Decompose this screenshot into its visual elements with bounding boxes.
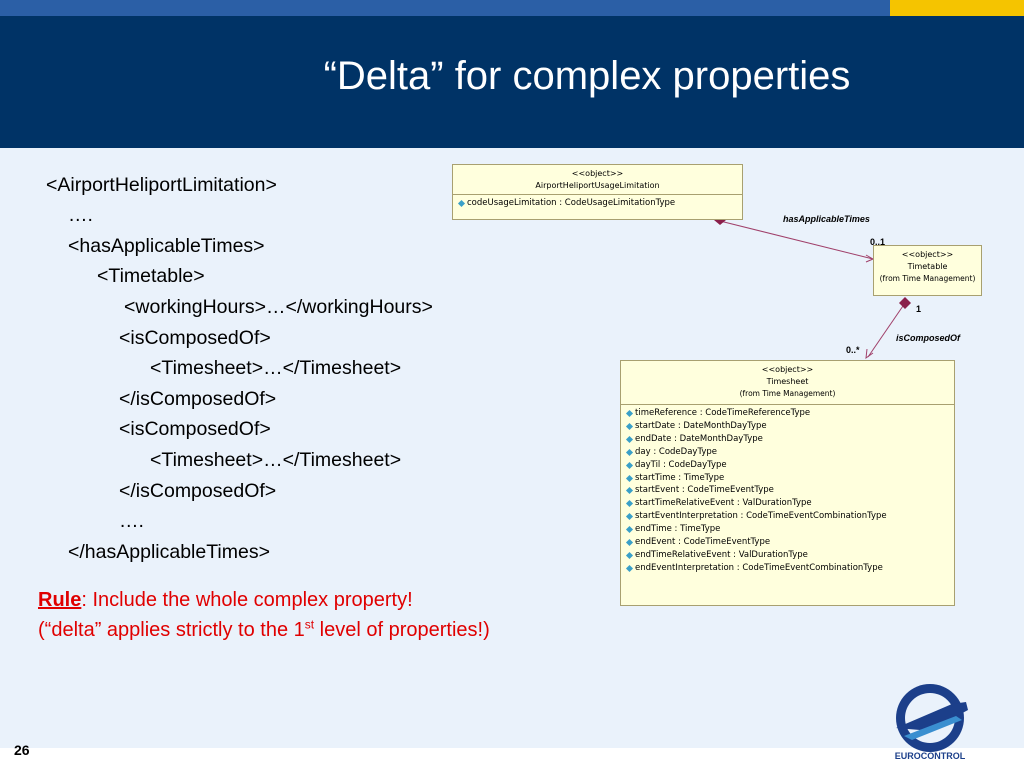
assoc-label-is-composed-of: isComposedOf: [896, 333, 961, 343]
attribute-item: startTime : TimeType: [625, 472, 954, 485]
xml-line: <workingHours>…</workingHours>: [124, 296, 433, 318]
rule-line-1: Rule: Include the whole complex property…: [38, 585, 490, 615]
attribute-icon: [625, 513, 634, 521]
attribute-icon: [625, 435, 634, 443]
assoc-line-is-composed-of: [867, 302, 906, 358]
assoc-label-has-applicable-times: hasApplicableTimes: [783, 214, 870, 224]
package-label: (from Time Management): [739, 389, 836, 398]
attribute-icon: [625, 539, 634, 547]
attribute-item: endDate : DateMonthDayType: [625, 433, 954, 446]
attribute-icon: [625, 474, 634, 482]
attribute-list: codeUsageLimitation : CodeUsageLimitatio…: [453, 195, 742, 212]
attribute-item: codeUsageLimitation : CodeUsageLimitatio…: [457, 197, 742, 210]
attribute-text: endEvent : CodeTimeEventType: [635, 537, 771, 548]
attribute-text: dayTil : CodeDayType: [635, 459, 727, 470]
class-name: Timetable: [907, 262, 948, 271]
attribute-text: endTime : TimeType: [635, 524, 721, 535]
attribute-text: startEvent : CodeTimeEventType: [635, 485, 774, 496]
attribute-item: endTimeRelativeEvent : ValDurationType: [625, 549, 954, 562]
rule-note: Rule: Include the whole complex property…: [38, 585, 490, 645]
rule-keyword: Rule: [38, 589, 82, 611]
attribute-text: endDate : DateMonthDayType: [635, 433, 763, 444]
xml-line: </isComposedOf>: [119, 388, 277, 410]
uml-class-header: <<object>> Timetable (from Time Manageme…: [874, 246, 981, 288]
eurocontrol-logo-icon: [896, 684, 968, 752]
attribute-text: endEventInterpretation : CodeTimeEventCo…: [635, 562, 883, 573]
uml-class-header: <<object>> Timesheet (from Time Manageme…: [621, 361, 954, 405]
assoc-line-has-applicable-times: [719, 220, 874, 260]
attribute-icon: [625, 551, 634, 560]
arrowhead: [865, 348, 874, 360]
attribute-item: endEventInterpretation : CodeTimeEventCo…: [625, 562, 954, 575]
xml-line: <Timesheet>…</Timesheet>: [150, 449, 402, 471]
uml-class-timesheet: <<object>> Timesheet (from Time Manageme…: [620, 360, 955, 606]
rule-line-2: (“delta” applies strictly to the 1st lev…: [38, 615, 490, 645]
attribute-icon: [625, 487, 634, 495]
uml-class-header: <<object>> AirportHeliportUsageLimitatio…: [453, 165, 742, 195]
attribute-item: startDate : DateMonthDayType: [625, 420, 954, 433]
xml-line: <Timetable>: [97, 265, 205, 287]
xml-line: </isComposedOf>: [119, 480, 277, 502]
attribute-list: timeReference : CodeTimeReferenceType st…: [621, 405, 954, 577]
xml-line: ….: [119, 510, 144, 532]
attribute-item: endEvent : CodeTimeEventType: [625, 536, 954, 549]
rule-text: level of properties!): [314, 619, 490, 641]
attribute-icon: [457, 199, 466, 208]
attribute-item: startEvent : CodeTimeEventType: [625, 484, 954, 497]
footer-strip: [0, 748, 1024, 768]
uml-class-airport-heliport-usage-limitation: <<object>> AirportHeliportUsageLimitatio…: [452, 164, 743, 220]
attribute-icon: [625, 422, 634, 430]
xml-line: ….: [68, 204, 93, 226]
page-number: 26: [14, 742, 30, 758]
xml-line: <AirportHeliportLimitation>: [46, 174, 277, 196]
attribute-text: timeReference : CodeTimeReferenceType: [635, 408, 811, 418]
rule-superscript: st: [304, 617, 315, 632]
class-name: Timesheet: [766, 377, 809, 386]
attribute-icon: [625, 500, 634, 508]
composition-diamond: [899, 297, 911, 309]
package-label: (from Time Management): [879, 274, 976, 283]
rule-text: : Include the whole complex property!: [81, 589, 413, 611]
logo-wordmark: EUROCONTROL: [894, 751, 966, 761]
attribute-text: startTime : TimeType: [635, 472, 725, 483]
xml-line: <isComposedOf>: [119, 418, 271, 440]
attribute-text: startEventInterpretation : CodeTimeEvent…: [635, 511, 887, 522]
stereotype-label: <<object>>: [761, 365, 814, 374]
attribute-item: startTimeRelativeEvent : ValDurationType: [625, 497, 954, 510]
attribute-text: endTimeRelativeEvent : ValDurationType: [635, 549, 808, 560]
attribute-text: codeUsageLimitation : CodeUsageLimitatio…: [467, 198, 676, 208]
attribute-icon: [625, 448, 634, 456]
multiplicity-label: 0..1: [870, 237, 886, 247]
multiplicity-label: 0..*: [846, 345, 860, 355]
attribute-text: day : CodeDayType: [635, 446, 717, 457]
attribute-icon: [625, 461, 634, 469]
attribute-item: day : CodeDayType: [625, 446, 954, 459]
attribute-icon: [625, 409, 634, 418]
uml-class-timetable: <<object>> Timetable (from Time Manageme…: [873, 245, 982, 296]
attribute-text: startTimeRelativeEvent : ValDurationType: [635, 498, 812, 509]
attribute-icon: [625, 526, 634, 534]
multiplicity-label: 1: [916, 304, 922, 314]
class-name: AirportHeliportUsageLimitation: [535, 181, 660, 190]
stereotype-label: <<object>>: [901, 250, 954, 259]
attribute-item: dayTil : CodeDayType: [625, 459, 954, 472]
page-title: “Delta” for complex properties: [323, 54, 851, 98]
rule-text: (“delta” applies strictly to the 1: [38, 619, 305, 641]
attribute-text: startDate : DateMonthDayType: [635, 420, 767, 431]
attribute-item: timeReference : CodeTimeReferenceType: [625, 407, 954, 420]
gold-corner-bar: [890, 0, 1024, 16]
stereotype-label: <<object>>: [571, 169, 624, 178]
xml-line: <isComposedOf>: [119, 327, 271, 349]
attribute-item: endTime : TimeType: [625, 523, 954, 536]
top-accent-strip: [0, 0, 1024, 16]
attribute-item: startEventInterpretation : CodeTimeEvent…: [625, 510, 954, 523]
xml-line: <Timesheet>…</Timesheet>: [150, 357, 402, 379]
title-banner: [0, 16, 1024, 148]
xml-line: </hasApplicableTimes>: [68, 541, 270, 563]
xml-line: <hasApplicableTimes>: [68, 235, 265, 257]
attribute-icon: [625, 564, 634, 572]
